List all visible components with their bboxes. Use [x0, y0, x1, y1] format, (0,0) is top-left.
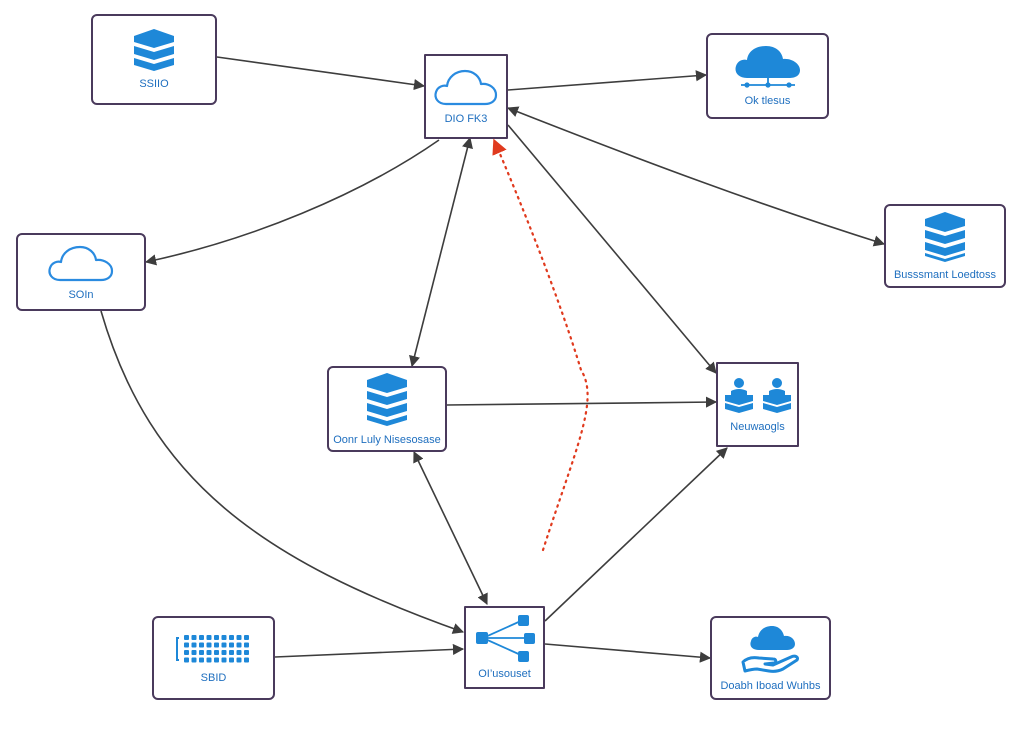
grid-dot	[191, 649, 196, 655]
grid-dot	[183, 642, 189, 647]
grid-dot	[236, 634, 241, 640]
grid-dot	[198, 634, 204, 640]
node-label: SSIIO	[139, 78, 169, 90]
grid-dot	[221, 642, 226, 647]
cloud-network-icon	[734, 45, 800, 88]
grid-dot	[228, 657, 234, 662]
node-bottom-center-share[interactable]: OI’usouset	[464, 606, 545, 689]
edge-top-center-cloud-to-center-database	[409, 136, 473, 368]
grid-dot	[243, 634, 249, 640]
database-stack-icon	[134, 29, 174, 71]
grid-dot	[228, 649, 234, 655]
edge-center-database-to-right-people	[446, 396, 718, 408]
grid-dot	[183, 649, 189, 655]
node-label: SOIn	[68, 288, 94, 301]
grid-dot	[243, 657, 249, 662]
grid-dot	[191, 657, 196, 662]
node-bottom-left-grid[interactable]: SBID	[152, 616, 275, 700]
node-top-center-cloud[interactable]: DIO FK3	[424, 54, 508, 139]
edge-top-center-cloud-to-right-people	[507, 124, 717, 374]
node-label: Doabh Iboad Wuhbs	[720, 679, 821, 692]
edge-left-cloud-to-bottom-center-share	[100, 310, 465, 634]
edge-top-center-cloud-to-left-cloud	[144, 139, 440, 266]
grid-dot	[236, 657, 241, 662]
grid-dot	[198, 642, 204, 647]
node-right-database[interactable]: Busssmant Loedtoss	[884, 204, 1006, 288]
edge-bottom-left-grid-to-bottom-center-share	[274, 643, 465, 658]
node-right-people[interactable]: Neuwaogls	[716, 362, 799, 447]
grid-dot	[213, 649, 219, 655]
node-top-right-cloud[interactable]: Ok tlesus	[706, 33, 829, 119]
node-label: Busssmant Loedtoss	[893, 268, 997, 281]
node-label: Oonr Luly Nisesosase	[333, 433, 441, 446]
grid-dot	[228, 642, 234, 647]
grid-dot	[243, 642, 249, 647]
edge-center-database-to-bottom-center-share	[413, 450, 488, 606]
grid-dot	[213, 634, 219, 640]
node-label: DIO FK3	[444, 113, 488, 125]
node-left-cloud[interactable]: SOIn	[16, 233, 146, 311]
grid-dot	[191, 642, 196, 647]
node-label: SBID	[200, 671, 227, 684]
grid-dot	[206, 657, 211, 662]
node-top-left-database[interactable]: SSIIO	[91, 14, 217, 105]
edge-bottom-center-share-to-bottom-right-hand-cloud	[544, 643, 712, 663]
grid-dot	[236, 649, 241, 655]
grid-dot	[206, 649, 211, 655]
grid-dot	[198, 657, 204, 662]
grid-dot	[221, 657, 226, 662]
server-grid-icon	[175, 634, 249, 662]
grid-dot	[183, 657, 189, 662]
grid-dot	[213, 657, 219, 662]
edge-bottom-center-share-to-right-people	[544, 447, 728, 622]
grid-dot	[191, 634, 196, 640]
grid-dot	[221, 634, 226, 640]
grid-dot	[206, 642, 211, 647]
edge-top-center-cloud-to-top-right-cloud	[507, 70, 708, 91]
hand-cloud-icon	[741, 625, 799, 673]
edge-top-left-database-to-top-center-cloud	[216, 56, 426, 91]
edge-dotted-top-center-cloud-to-bottom-center-share	[492, 138, 589, 552]
users-icon	[724, 378, 791, 413]
node-bottom-right-hand-cloud[interactable]: Doabh Iboad Wuhbs	[710, 616, 831, 700]
grid-dot	[228, 634, 234, 640]
grid-dot	[198, 649, 204, 655]
node-label: OI’usouset	[478, 668, 531, 680]
grid-dot	[206, 634, 211, 640]
grid-dot	[213, 642, 219, 647]
database-stack-icon	[367, 372, 407, 426]
share-network-icon	[475, 615, 535, 662]
grid-dot	[183, 634, 189, 640]
node-center-database[interactable]: Oonr Luly Nisesosase	[327, 366, 447, 452]
cloud-outline-icon	[48, 245, 114, 281]
node-label: Ok tlesus	[744, 94, 791, 107]
grid-dot	[221, 649, 226, 655]
edge-right-database-to-top-center-cloud	[506, 106, 886, 247]
cloud-outline-icon	[434, 69, 498, 106]
grid-dot	[236, 642, 241, 647]
grid-dot	[243, 649, 249, 655]
database-stack-icon	[925, 211, 965, 262]
node-label: Neuwaogls	[730, 421, 785, 433]
